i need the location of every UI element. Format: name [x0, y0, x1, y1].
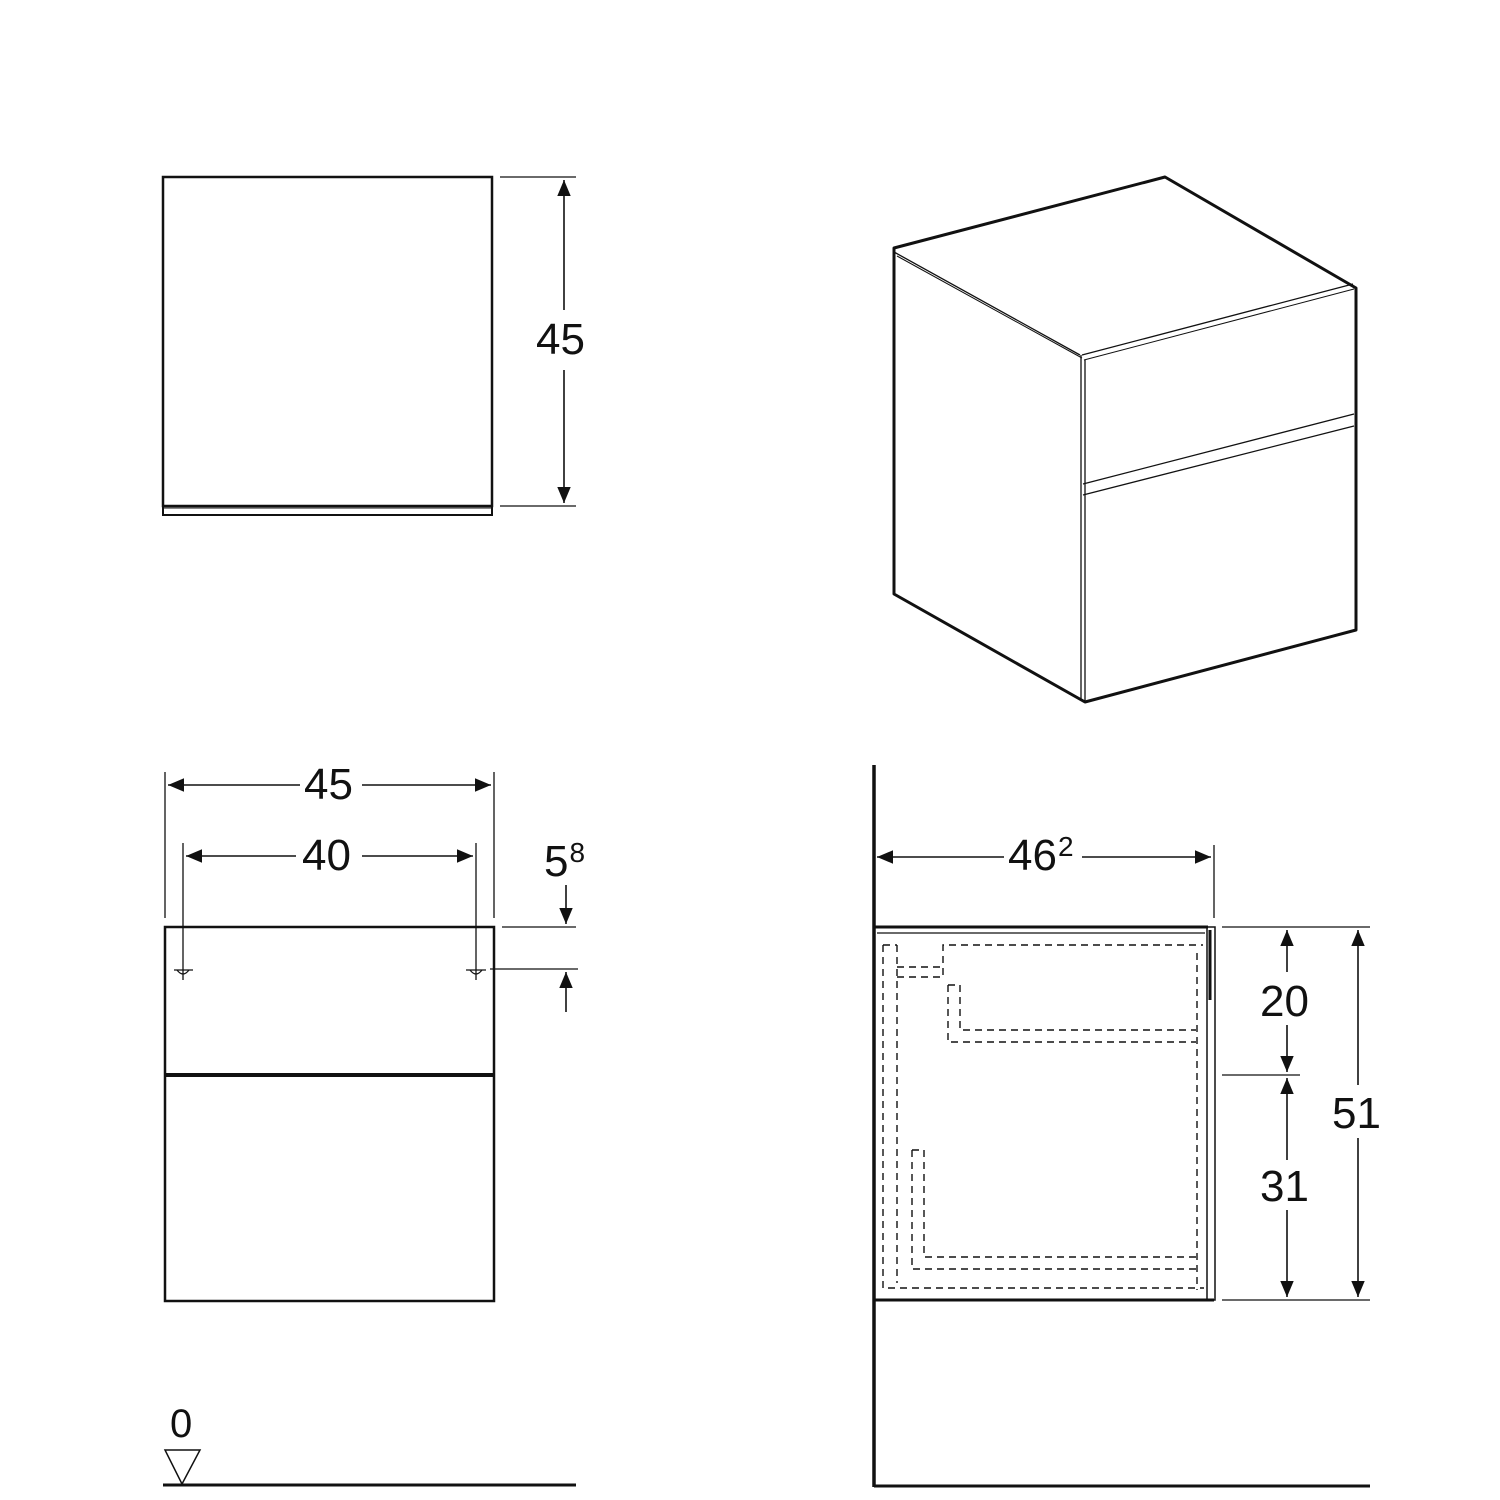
- mount-spacing-dimension: 40: [298, 834, 355, 878]
- depth-dimension: 462: [1004, 831, 1078, 880]
- mount-offset-dimension: 58: [540, 837, 589, 886]
- floor-level-icon: [163, 1449, 202, 1486]
- depth-sup: 2: [1057, 831, 1074, 862]
- section-view: [872, 765, 1370, 1488]
- total-height-dimension: 51: [1328, 1092, 1385, 1136]
- mount-point-right-icon: [466, 969, 486, 975]
- side-view-top-left: [161, 175, 576, 516]
- top-drawer-height-dimension: 20: [1256, 980, 1313, 1024]
- front-view: [163, 772, 578, 1487]
- floor-level-label: 0: [170, 1402, 193, 1446]
- mount-point-left-icon: [174, 969, 193, 975]
- front-width-dimension: 45: [300, 763, 357, 807]
- depth-main: 46: [1008, 831, 1057, 880]
- side-height-dimension: 45: [532, 318, 589, 362]
- mount-offset-main: 5: [544, 837, 569, 886]
- mount-offset-sup: 8: [569, 837, 586, 868]
- isometric-view: [892, 175, 1358, 704]
- bottom-drawer-height-dimension: 31: [1256, 1165, 1313, 1209]
